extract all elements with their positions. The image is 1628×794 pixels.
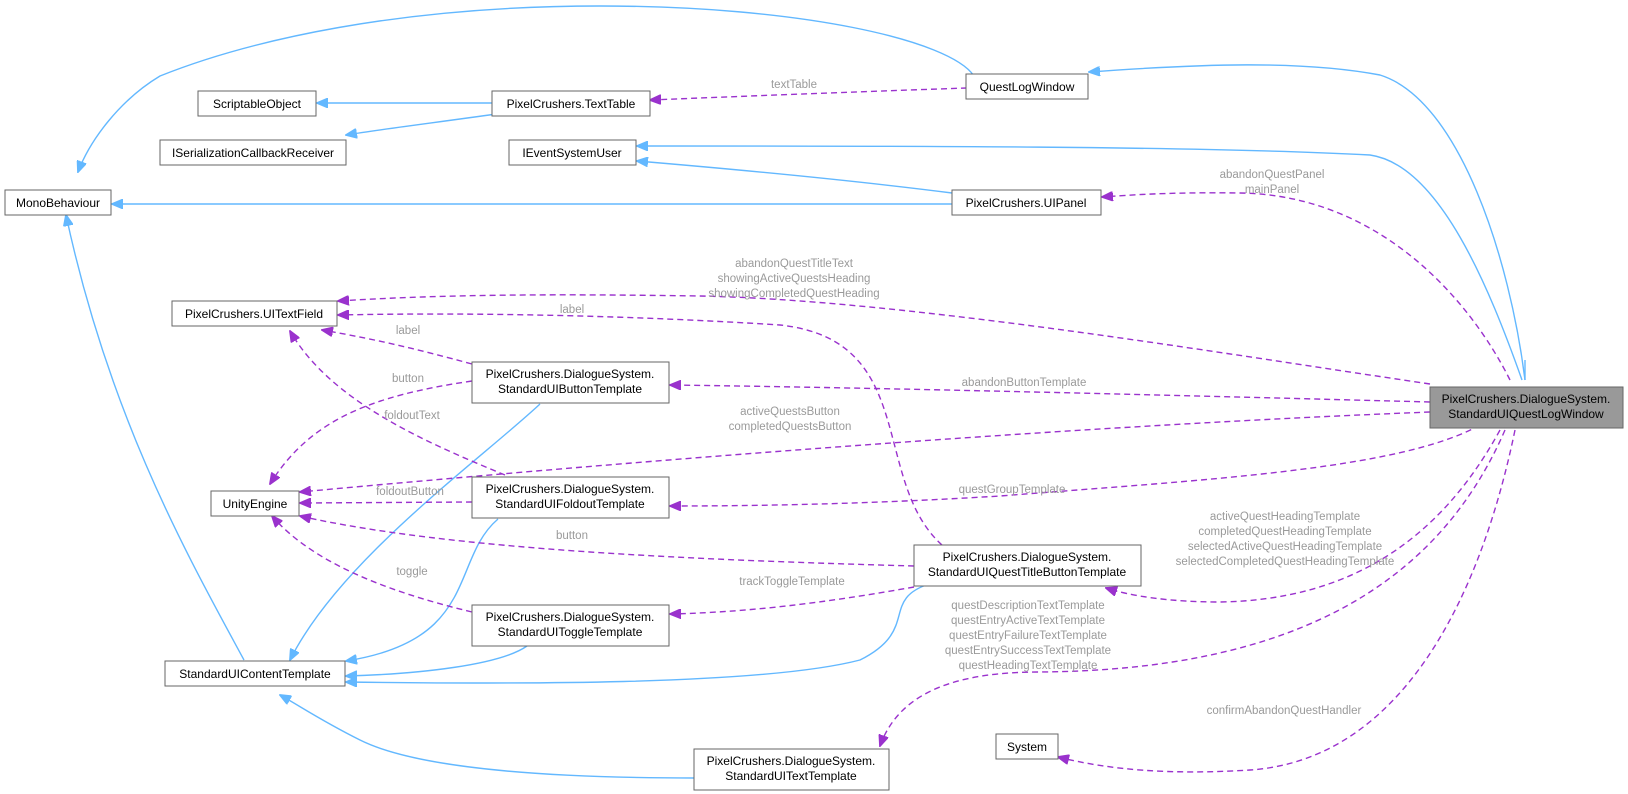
svg-text:PixelCrushers.DialogueSystem.S: PixelCrushers.DialogueSystem.StandardUIT… <box>707 754 876 783</box>
edge-focus-uitextfield <box>338 294 1431 385</box>
edge-foldouttemplate-unityengine <box>300 502 473 503</box>
node-standarduiquesttitlebuttontemplate[interactable]: PixelCrushers.DialogueSystem.StandardUIQ… <box>913 544 1142 587</box>
edge-focus-uipanel-usage <box>1102 193 1511 381</box>
svg-text:UnityEngine: UnityEngine <box>223 497 288 511</box>
node-ieventsystemuser[interactable]: IEventSystemUser <box>508 139 637 166</box>
node-standarduitoggletemplate[interactable]: PixelCrushers.DialogueSystem.StandardUIT… <box>471 604 670 647</box>
svg-text:PixelCrushers.DialogueSystem.S: PixelCrushers.DialogueSystem.StandardUIQ… <box>928 550 1127 579</box>
svg-text:QuestLogWindow: QuestLogWindow <box>980 80 1075 94</box>
node-monobehaviour[interactable]: MonoBehaviour <box>4 189 112 216</box>
edge-titlebutton-unityengine <box>300 516 915 567</box>
label-unity-button: button <box>392 373 424 385</box>
node-pixelcrushers-uitextfield[interactable]: PixelCrushers.UITextField <box>171 300 338 327</box>
label-uitextfield-foldout: foldoutText <box>384 410 440 422</box>
edge-titlebutton-uitextfield <box>338 314 943 546</box>
node-standarduiquestlogwindow-focus[interactable]: PixelCrushers.DialogueSystem.StandardUIQ… <box>1429 386 1624 429</box>
label-uitextfield-titlebutton: label <box>560 304 584 316</box>
edge-questtitlebutton-contenttemplate <box>346 583 930 683</box>
node-iserializationcallbackreceiver[interactable]: ISerializationCallbackReceiver <box>159 139 347 166</box>
edge-focus-foldouttemplate <box>670 424 1481 506</box>
edge-focus-questlogwindow <box>1089 64 1526 381</box>
usage-edges <box>270 87 1516 773</box>
label-texttable: textTable <box>771 79 817 91</box>
node-scriptableobject[interactable]: ScriptableObject <box>197 90 317 117</box>
edge-texttemplate-contenttemplate <box>280 695 695 779</box>
label-abandonbutton: abandonButtonTemplate <box>962 377 1087 389</box>
edge-buttontemplate-unityengine <box>270 380 473 484</box>
svg-text:PixelCrushers.TextTable: PixelCrushers.TextTable <box>507 97 636 111</box>
label-tracktoggle: trackToggleTemplate <box>739 576 844 588</box>
node-standarduibuttontemplate[interactable]: PixelCrushers.DialogueSystem.StandardUIB… <box>471 361 670 404</box>
node-questlogwindow[interactable]: QuestLogWindow <box>965 73 1089 100</box>
node-pixelcrushers-texttable[interactable]: PixelCrushers.TextTable <box>491 90 651 117</box>
edge-focus-system <box>1058 429 1516 773</box>
node-system[interactable]: System <box>995 733 1059 760</box>
svg-text:System: System <box>1007 740 1047 754</box>
node-unityengine[interactable]: UnityEngine <box>210 490 300 517</box>
edge-titlebutton-toggletemplate <box>670 586 915 614</box>
node-pixelcrushers-uipanel[interactable]: PixelCrushers.UIPanel <box>951 189 1102 216</box>
svg-text:PixelCrushers.DialogueSystem.S: PixelCrushers.DialogueSystem.StandardUIF… <box>486 482 655 511</box>
svg-text:PixelCrushers.UIPanel: PixelCrushers.UIPanel <box>966 196 1087 210</box>
edge-buttontemplate-uitextfield <box>322 330 473 365</box>
edge-questlogwindow-texttable <box>650 87 968 100</box>
edge-texttable-iserialization <box>346 113 497 135</box>
node-standarduicontenttemplate[interactable]: StandardUIContentTemplate <box>164 660 346 687</box>
inheritance-edges <box>66 5 1526 779</box>
edge-uipanel-ieventsystemuser <box>637 161 953 194</box>
svg-text:StandardUIContentTemplate: StandardUIContentTemplate <box>179 667 331 681</box>
edge-contenttemplate-monobehaviour <box>66 215 245 661</box>
edge-toggletemplate-contenttemplate <box>346 645 528 676</box>
label-unity-toggle: toggle <box>396 566 427 578</box>
edge-questlogwindow-monobehaviour <box>78 5 975 172</box>
svg-text:PixelCrushers.DialogueSystem.S: PixelCrushers.DialogueSystem.StandardUIB… <box>486 367 655 396</box>
label-unity-titlebutton: button <box>556 530 588 542</box>
label-unity-foldout: foldoutButton <box>376 486 444 498</box>
edge-buttontemplate-contenttemplate <box>290 403 541 660</box>
edge-focus-ieventsystemuser <box>637 146 1523 381</box>
edge-focus-questtitlebutton <box>1106 429 1501 603</box>
label-confirm: confirmAbandonQuestHandler <box>1207 705 1362 717</box>
svg-text:ScriptableObject: ScriptableObject <box>213 97 302 111</box>
nodes: MonoBehaviour ScriptableObject ISerializ… <box>4 73 1624 791</box>
svg-text:MonoBehaviour: MonoBehaviour <box>16 196 100 210</box>
svg-text:PixelCrushers.UITextField: PixelCrushers.UITextField <box>185 307 323 321</box>
svg-text:PixelCrushers.DialogueSystem.S: PixelCrushers.DialogueSystem.StandardUIQ… <box>1442 392 1611 421</box>
edge-toggletemplate-unityengine <box>272 516 473 613</box>
label-questgroup: questGroupTemplate <box>959 484 1066 496</box>
node-standarduifoldouttemplate[interactable]: PixelCrushers.DialogueSystem.StandardUIF… <box>471 476 670 519</box>
svg-text:ISerializationCallbackReceiver: ISerializationCallbackReceiver <box>172 146 334 160</box>
edge-focus-unityengine <box>300 411 1431 492</box>
node-standarduitexttemplate[interactable]: PixelCrushers.DialogueSystem.StandardUIT… <box>693 748 890 791</box>
edge-focus-texttemplate <box>880 429 1506 746</box>
edge-foldouttemplate-uitextfield <box>290 331 506 476</box>
label-uitextfield-button: label <box>396 325 420 337</box>
edge-focus-buttontemplate <box>670 385 1431 403</box>
svg-text:PixelCrushers.DialogueSystem.S: PixelCrushers.DialogueSystem.StandardUIT… <box>486 610 655 639</box>
svg-text:IEventSystemUser: IEventSystemUser <box>522 146 621 160</box>
edge-foldouttemplate-contenttemplate <box>346 518 499 661</box>
